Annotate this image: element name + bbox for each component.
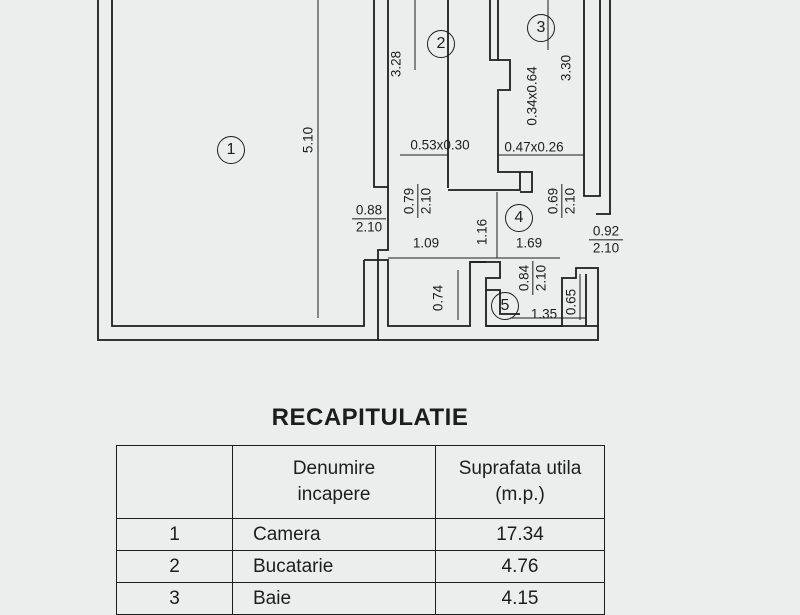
room-number-5: 5 xyxy=(491,292,519,320)
opening-4-height: 2.10 xyxy=(592,240,620,256)
opening-label-3: 0.69 2.10 xyxy=(545,184,578,218)
opening-label-1: 0.88 2.10 xyxy=(352,203,386,234)
wall-room-2-right xyxy=(489,0,499,61)
row-area: 17.34 xyxy=(435,518,605,551)
wall-room-1-right xyxy=(373,0,388,188)
wall-room-3-right xyxy=(583,0,601,197)
dim-label-135: 1.35 xyxy=(530,306,558,322)
opening-4-width: 0.92 xyxy=(592,223,620,239)
opening-label-2: 0.79 2.10 xyxy=(401,184,434,218)
header-room-name-text: Denumire incapere xyxy=(292,458,376,505)
table-header-row: Denumire incapere Suprafata utila (m.p.) xyxy=(116,445,605,519)
dim-label-510: 5.10 xyxy=(300,126,316,154)
row-number: 1 xyxy=(116,518,233,551)
opening-3-height: 2.10 xyxy=(562,187,578,215)
row-number: 2 xyxy=(116,550,233,583)
room-number-3: 3 xyxy=(527,14,555,42)
dim-label-053x030: 0.53x0.30 xyxy=(410,137,470,153)
header-room-name: Denumire incapere xyxy=(232,445,436,519)
header-area: Suprafata utila (m.p.) xyxy=(435,445,605,519)
opening-3-width: 0.69 xyxy=(545,187,561,215)
opening-1-bar xyxy=(352,218,386,220)
header-number xyxy=(116,445,233,519)
row-name: Baie xyxy=(232,582,436,615)
wall-room-1-inner xyxy=(111,0,365,327)
dim-label-109: 1.09 xyxy=(412,235,440,251)
opening-5-width: 0.84 xyxy=(516,264,532,292)
row-name: Bucatarie xyxy=(232,550,436,583)
table-row: 2 Bucatarie 4.76 xyxy=(116,550,605,583)
dim-label-074: 0.74 xyxy=(430,284,446,312)
room-number-4: 4 xyxy=(505,204,533,232)
dim-label-065: 0.65 xyxy=(563,288,579,316)
wall-room-2-step xyxy=(448,59,521,191)
dim-label-330: 3.30 xyxy=(558,54,574,82)
wall-room-3-inner xyxy=(596,0,611,215)
dim-label-034x064: 0.34x0.64 xyxy=(524,66,540,126)
summary-table: Denumire incapere Suprafata utila (m.p.)… xyxy=(116,445,605,615)
wall-room-3 xyxy=(520,171,533,193)
floor-plan xyxy=(97,0,611,341)
room-number-1: 1 xyxy=(217,136,245,164)
opening-label-4: 0.92 2.10 xyxy=(589,224,623,255)
opening-4-bar xyxy=(589,239,623,241)
row-area: 4.15 xyxy=(435,582,605,615)
dim-label-328: 3.28 xyxy=(388,50,404,78)
opening-2-height: 2.10 xyxy=(418,187,434,215)
dim-label-169: 1.69 xyxy=(515,235,543,251)
wall-bottom xyxy=(364,259,599,341)
row-name: Camera xyxy=(232,518,436,551)
table-row: 3 Baie 4.15 xyxy=(116,582,605,615)
dim-label-047x026: 0.47x0.26 xyxy=(504,139,564,155)
row-area: 4.76 xyxy=(435,550,605,583)
room-number-2: 2 xyxy=(427,30,455,58)
opening-1-height: 2.10 xyxy=(355,219,383,235)
summary-title: RECAPITULATIE xyxy=(271,404,469,431)
opening-5-height: 2.10 xyxy=(533,264,549,292)
opening-1-width: 0.88 xyxy=(355,202,383,218)
opening-2-width: 0.79 xyxy=(401,187,417,215)
opening-label-5: 0.84 2.10 xyxy=(516,261,549,295)
table-row: 1 Camera 17.34 xyxy=(116,518,605,551)
dim-label-116: 1.16 xyxy=(474,218,490,246)
wall-room-1 xyxy=(97,0,389,341)
row-number: 3 xyxy=(116,582,233,615)
header-area-text: Suprafata utila (m.p.) xyxy=(458,458,582,505)
